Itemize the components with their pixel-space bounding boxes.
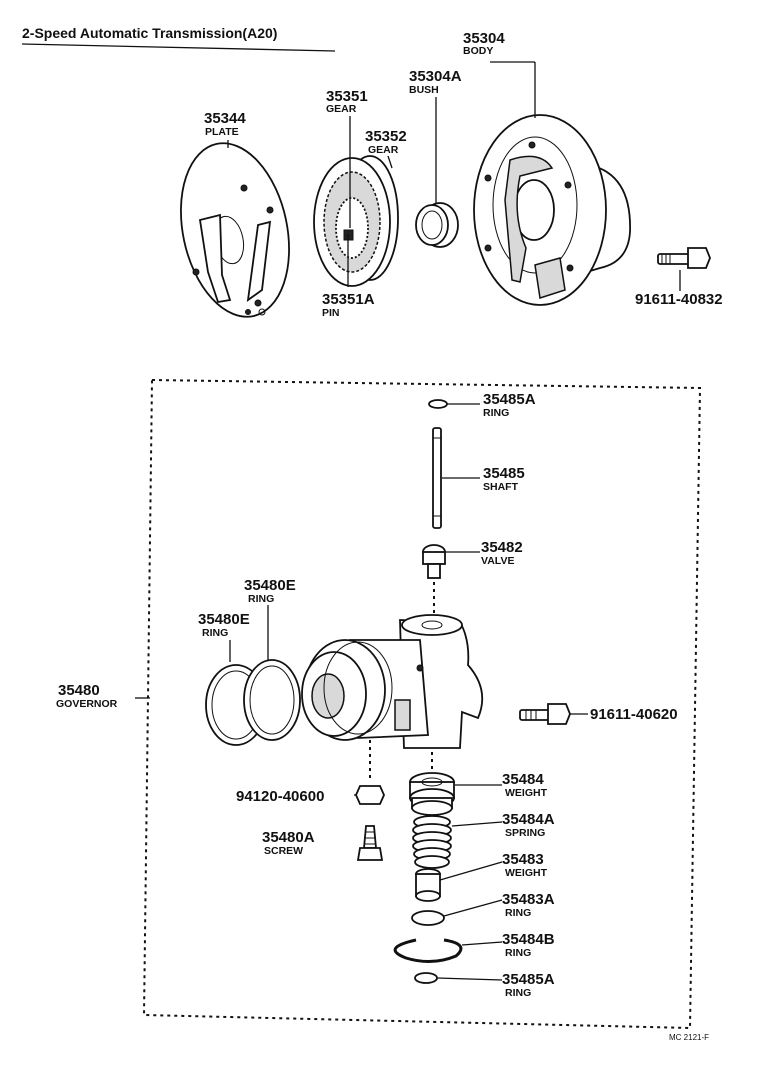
label-35480-number: 35480 [58,682,100,699]
bolt-40832-drawing [657,247,711,269]
governor-body-drawing [301,614,484,749]
ring-35485A-bottom-drawing [414,972,438,984]
label-35484B-number: 35484B [502,931,555,948]
label-35485A-top-number: 35485A [483,391,536,408]
label-35480-name: GOVERNOR [56,698,118,710]
label-35344-name: PLATE [205,126,239,138]
label-35485A-bottom-name: RING [505,987,531,999]
label-35483-name: WEIGHT [505,867,548,879]
label-35483-number: 35483 [502,851,544,868]
bolt-40620-drawing [519,703,571,725]
bush-drawing [415,202,459,248]
label-35484-name: WEIGHT [505,787,548,799]
body-drawing [473,114,631,306]
label-35304A-number: 35304A [409,68,462,85]
governor-assembly-frame [142,378,702,1030]
label-35482-name: VALVE [481,555,514,567]
label-35352-name: GEAR [368,144,399,156]
ring-35483A-drawing [411,910,445,926]
label-35485A-top-name: RING [483,407,509,419]
ring-35485A-top-drawing [428,399,448,409]
label-35485-name: SHAFT [483,481,519,493]
label-35351-name: GEAR [326,103,357,115]
label-35351-number: 35351 [326,88,368,105]
rings-35480E-drawing [205,659,301,746]
label-35483A-number: 35483A [502,891,555,908]
title-underline [21,43,336,52]
label-35480A-name: SCREW [264,845,303,857]
plate-drawing [180,142,290,318]
label-35484-number: 35484 [502,771,544,788]
label-35484B-name: RING [505,947,531,959]
spring-drawing [412,815,452,869]
weight-35484-drawing [409,772,455,816]
label-35304A-name: BUSH [409,84,439,96]
label-35480E-b-number: 35480E [244,577,296,594]
gear-drawing [313,155,399,287]
label-35352-number: 35352 [365,128,407,145]
label-35484A-name: SPRING [505,827,545,839]
shaft-drawing [432,427,442,529]
label-35480E-a-name: RING [202,627,228,639]
label-35351A-number: 35351A [322,291,375,308]
label-35484A-number: 35484A [502,811,555,828]
ring-35484B-drawing [393,938,463,963]
label-91611-40832-number: 91611-40832 [635,291,723,308]
label-35485-number: 35485 [483,465,525,482]
weight-35483-drawing [415,868,441,902]
label-35480A-number: 35480A [262,829,315,846]
label-35480E-b-name: RING [248,593,274,605]
screw-drawing [356,825,384,861]
diagram-title: 2-Speed Automatic Transmission(A20) [22,25,277,41]
label-35480E-a-number: 35480E [198,611,250,628]
label-35482-number: 35482 [481,539,523,556]
label-35304-number: 35304 [463,30,505,47]
label-91611-40620-number: 91611-40620 [590,706,678,723]
label-94120-40600-number: 94120-40600 [236,788,324,805]
label-35483A-name: RING [505,907,531,919]
nut-drawing [355,785,385,805]
valve-drawing [422,544,446,579]
footer-code: MC 2121-F [669,1033,709,1042]
label-35304-name: BODY [463,45,493,57]
label-35351A-name: PIN [322,307,340,319]
label-35485A-bottom-number: 35485A [502,971,555,988]
label-35344-number: 35344 [204,110,246,127]
